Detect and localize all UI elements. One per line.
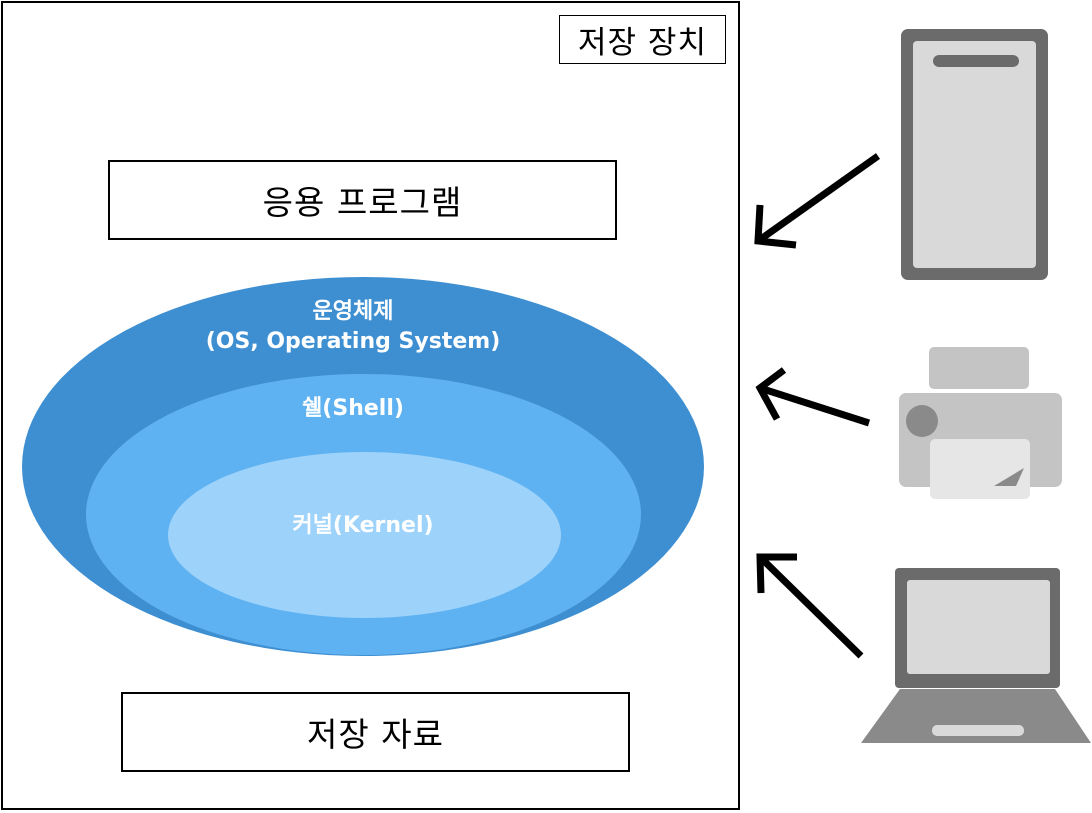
arrow-phone-to-storage — [754, 153, 881, 249]
arrow-laptop-to-storage — [756, 553, 864, 659]
smartphone-icon — [901, 29, 1048, 280]
stored-data-box: 저장 자료 — [121, 692, 630, 772]
os-label: 운영체제 (OS, Operating System) — [153, 297, 553, 357]
application-program-box: 응용 프로그램 — [108, 160, 617, 240]
storage-device-title: 저장 장치 — [559, 15, 726, 64]
printer-icon — [899, 347, 1062, 499]
os-label-line1: 운영체제 — [312, 299, 394, 324]
shell-label: 쉘(Shell) — [302, 396, 404, 421]
laptop-icon — [861, 568, 1091, 743]
arrow-printer-to-storage — [755, 367, 871, 427]
kernel-layer-ellipse — [168, 452, 561, 618]
kernel-label: 커널(Kernel) — [292, 513, 434, 538]
os-label-line2: (OS, Operating System) — [205, 329, 501, 354]
